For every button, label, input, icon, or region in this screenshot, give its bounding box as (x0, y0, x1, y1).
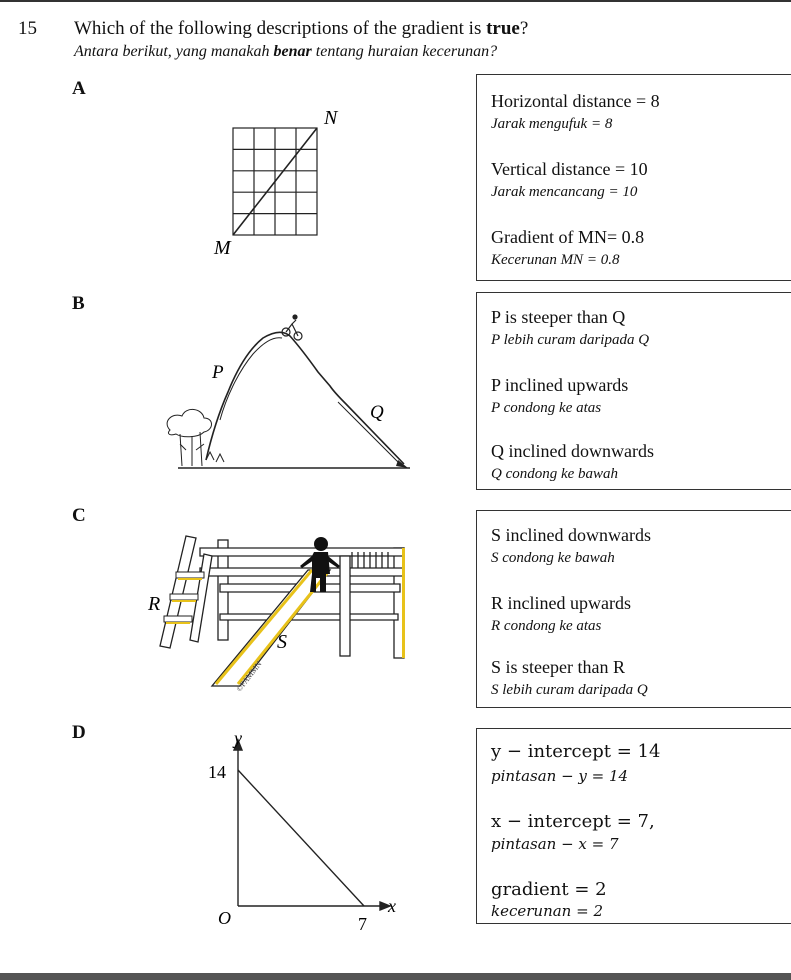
y-axis-label: y (232, 728, 242, 748)
question-subtext: Antara berikut, yang manakah benar tenta… (74, 43, 498, 60)
option-b-line-2-en: P inclined upwards (491, 375, 629, 395)
option-d-statements: y − intercept = 14 pintasan − y = 14 x −… (476, 728, 791, 924)
slope-r-label: R (147, 593, 160, 615)
option-c-line-1-ms: S condong ke bawah (491, 550, 615, 566)
option-c-line-1-en: S inclined downwards (491, 525, 651, 545)
question-text: Which of the following descriptions of t… (74, 18, 529, 39)
option-c-line-3-ms: S lebih curam daripada Q (491, 682, 648, 698)
option-b-line-1-ms: P lebih curam daripada Q (491, 332, 650, 348)
question-number: 15 (18, 18, 37, 39)
option-c-bunkbed-slide-figure: R S ©FAMMN (147, 535, 405, 693)
option-b-statements: P is steeper than Q P lebih curam daripa… (476, 292, 791, 490)
option-b-mountain-figure: P Q (166, 314, 410, 469)
slope-p-label: P (211, 362, 224, 383)
option-b-line-3-ms: Q condong ke bawah (491, 466, 619, 482)
option-d-line-1-en: y − intercept = 14 (491, 741, 661, 762)
cyclist-icon (281, 314, 303, 341)
option-d-line-3-en: gradient = 2 (491, 879, 607, 900)
option-a-statements: Horizontal distance = 8 Jarak mengufuk =… (476, 74, 791, 281)
option-d-line-2-ms: pintasan − x = 7 (491, 835, 619, 853)
option-c-label[interactable]: C (72, 505, 86, 526)
option-b-label[interactable]: B (72, 293, 85, 314)
option-d-label[interactable]: D (72, 722, 86, 743)
option-a-label[interactable]: A (72, 78, 86, 99)
question-emphasis: true (486, 18, 520, 39)
option-a-line-3-en: Gradient of MN= 0.8 (491, 227, 645, 247)
origin-label: O (218, 908, 231, 928)
option-a-line-2-ms: Jarak mencancang = 10 (491, 184, 638, 200)
point-n-label: N (323, 107, 339, 129)
point-m-label: M (213, 237, 232, 259)
slope-q-label: Q (370, 402, 384, 423)
bottom-rule (0, 973, 791, 980)
option-b-line-1-en: P is steeper than Q (491, 307, 626, 327)
option-c-line-3-en: S is steeper than R (491, 657, 625, 677)
y-intercept-tick: 14 (208, 762, 226, 782)
option-c-line-2-en: R inclined upwards (491, 593, 631, 613)
option-a-line-2-en: Vertical distance = 10 (491, 159, 648, 179)
option-b-line-2-ms: P condong ke atas (491, 400, 602, 416)
x-axis-label: x (387, 896, 396, 916)
slope-s-label: S (277, 631, 287, 653)
option-a-line-1-ms: Jarak mengufuk = 8 (491, 116, 613, 132)
question-sub-emphasis: benar (273, 43, 312, 60)
top-rule (0, 0, 791, 2)
option-d-line-1-ms: pintasan − y = 14 (491, 767, 629, 785)
option-b-line-3-en: Q inclined downwards (491, 441, 654, 461)
option-d-graph-figure: y x O 14 7 (208, 728, 396, 934)
option-d-line-3-ms: kecerunan = 2 (491, 902, 603, 920)
option-c-statements: S inclined downwards S condong ke bawah … (476, 510, 791, 708)
person-icon (300, 537, 340, 592)
option-a-grid-figure: N M (213, 107, 339, 259)
x-intercept-tick: 7 (358, 914, 367, 934)
option-a-line-3-ms: Kecerunan MN = 0.8 (491, 252, 620, 268)
option-d-line-2-en: x − intercept = 7, (491, 811, 655, 832)
option-a-line-1-en: Horizontal distance = 8 (491, 91, 660, 111)
option-c-line-2-ms: R condong ke atas (491, 618, 602, 634)
tree-icon (166, 409, 225, 467)
